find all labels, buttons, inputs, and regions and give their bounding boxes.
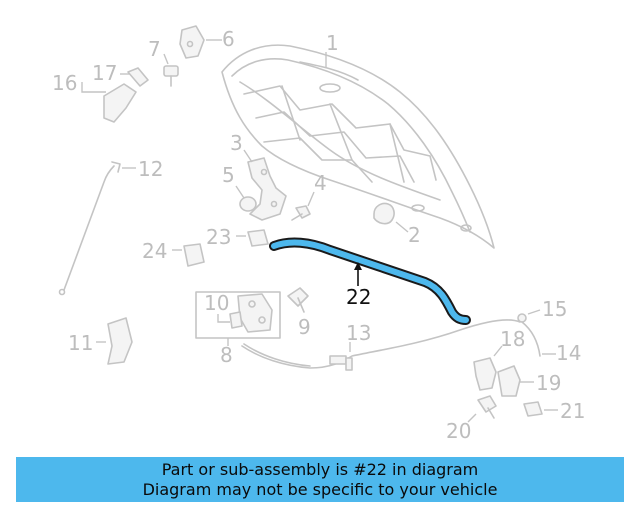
callout-4: 4	[314, 171, 327, 195]
banner-line-disclaimer: Diagram may not be specific to your vehi…	[142, 479, 498, 499]
part-hinge: 3 5	[222, 131, 287, 221]
part-bolt-4: 4	[291, 171, 327, 221]
part-screw-7: 7	[148, 37, 179, 87]
part-bumper: 2	[373, 202, 421, 247]
part-hood: 1	[221, 31, 495, 249]
part-bracket-6: 6	[179, 25, 235, 59]
part-rod-holder: 17 16	[52, 61, 149, 123]
part-clip-24: 24	[142, 239, 205, 267]
part-latch-bracket: 18 19	[473, 327, 561, 397]
callout-3: 3	[230, 131, 243, 155]
part-release-cable: 13	[241, 319, 521, 371]
part-info-banner: Part or sub-assembly is #22 in diagram D…	[16, 457, 624, 502]
callout-23: 23	[206, 225, 231, 249]
callout-18: 18	[500, 327, 525, 351]
part-bolt-9: 9	[287, 287, 311, 339]
callout-13: 13	[346, 321, 371, 345]
banner-line-part-number: Part or sub-assembly is #22 in diagram	[161, 459, 479, 479]
callout-15: 15	[542, 297, 567, 321]
callout-20: 20	[446, 419, 471, 443]
callout-16: 16	[52, 71, 77, 95]
part-bolt-20: 20	[446, 395, 497, 443]
callout-10: 10	[204, 291, 229, 315]
callout-17: 17	[92, 61, 117, 85]
callout-12: 12	[138, 157, 163, 181]
callout-7: 7	[148, 37, 161, 61]
exploded-parts-diagram: 1 2 3 5 4	[52, 25, 585, 443]
callout-24: 24	[142, 239, 167, 263]
part-prop-rod: 12	[58, 157, 163, 296]
part-22-hood-seal: 22	[269, 237, 471, 325]
callout-22: 22	[346, 285, 371, 309]
part-cable-end: 15 14	[517, 297, 581, 365]
callout-8: 8	[220, 343, 233, 367]
callout-5: 5	[222, 163, 235, 187]
callout-9: 9	[298, 315, 311, 339]
callout-1: 1	[326, 31, 339, 55]
callout-19: 19	[536, 371, 561, 395]
part-clip-21: 21	[523, 399, 585, 423]
part-latch-assembly: 10 8	[195, 291, 281, 367]
callout-11: 11	[68, 331, 93, 355]
part-shield-11: 11	[68, 317, 133, 365]
callout-14: 14	[556, 341, 581, 365]
callout-21: 21	[560, 399, 585, 423]
part-clip-23: 23	[206, 225, 269, 249]
callout-2: 2	[408, 223, 421, 247]
callout-6: 6	[222, 27, 235, 51]
